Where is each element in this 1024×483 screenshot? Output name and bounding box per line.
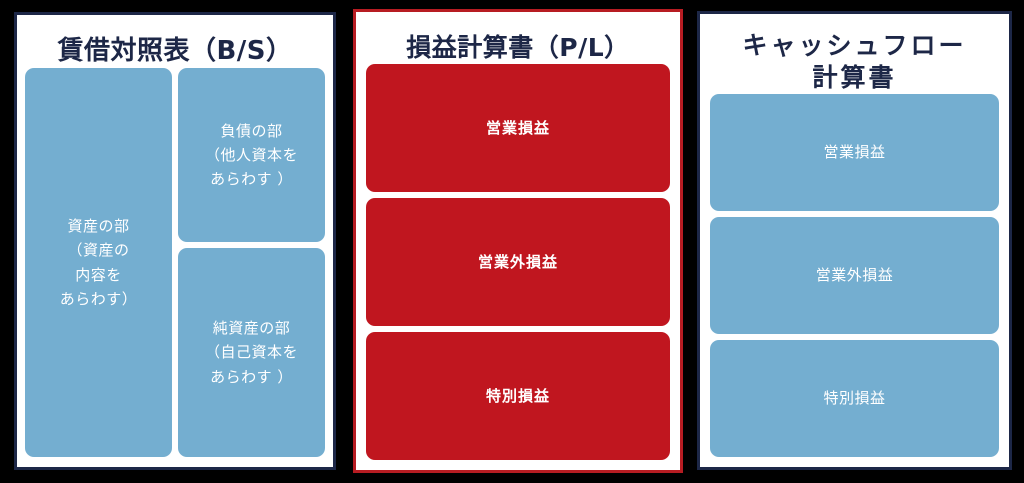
box-assets-label: 資産の部 （資産の 内容を あらわす） [59, 217, 138, 308]
box-liabilities-label: 負債の部 （他人資本を あらわす ） [204, 121, 298, 189]
box-extraordinary-profit-loss-cf[interactable]: 特別損益 [710, 340, 999, 457]
cash-flow-body: 営業損益 営業外損益 特別損益 [700, 94, 1009, 467]
balance-sheet-left-column: 資産の部 （資産の 内容を あらわす） [25, 68, 172, 457]
panel-title-cash-flow: キャッシュフロー 計算書 [742, 31, 967, 92]
box-extraordinary-profit-loss-pl[interactable]: 特別損益 [366, 332, 670, 460]
box-non-operating-profit-loss-cf-label: 営業外損益 [815, 266, 894, 285]
box-assets[interactable]: 資産の部 （資産の 内容を あらわす） [25, 68, 172, 457]
box-operating-profit-loss-pl[interactable]: 営業損益 [366, 64, 670, 192]
box-liabilities[interactable]: 負債の部 （他人資本を あらわす ） [178, 68, 325, 243]
box-non-operating-profit-loss-pl-label: 営業外損益 [477, 252, 558, 271]
box-operating-profit-loss-pl-label: 営業損益 [485, 118, 550, 137]
box-extraordinary-profit-loss-cf-label: 特別損益 [823, 389, 886, 408]
box-net-assets[interactable]: 純資産の部 （自己資本を あらわす ） [178, 248, 325, 457]
balance-sheet-right-column: 負債の部 （他人資本を あらわす ） 純資産の部 （自己資本を あらわす ） [178, 68, 325, 457]
panel-title-profit-and-loss: 損益計算書（P/L） [406, 33, 630, 62]
balance-sheet-body: 資産の部 （資産の 内容を あらわす） 負債の部 （他人資本を あらわす ） 純… [17, 68, 333, 467]
box-net-assets-label: 純資産の部 （自己資本を あらわす ） [204, 319, 298, 386]
box-operating-profit-loss-cf-label: 営業損益 [823, 143, 886, 162]
panel-balance-sheet: 賃借対照表（B/S） 資産の部 （資産の 内容を あらわす） 負債の部 （他人資… [14, 12, 336, 470]
box-non-operating-profit-loss-cf[interactable]: 営業外損益 [710, 217, 999, 334]
panel-title-balance-sheet: 賃借対照表（B/S） [57, 36, 293, 66]
panel-cash-flow: キャッシュフロー 計算書 営業損益 営業外損益 特別損益 [697, 11, 1012, 470]
panel-profit-and-loss: 損益計算書（P/L） 営業損益 営業外損益 特別損益 [353, 9, 683, 473]
box-operating-profit-loss-cf[interactable]: 営業損益 [710, 94, 999, 211]
box-extraordinary-profit-loss-pl-label: 特別損益 [485, 386, 550, 405]
profit-and-loss-body: 営業損益 営業外損益 特別損益 [356, 64, 680, 470]
box-non-operating-profit-loss-pl[interactable]: 営業外損益 [366, 198, 670, 326]
